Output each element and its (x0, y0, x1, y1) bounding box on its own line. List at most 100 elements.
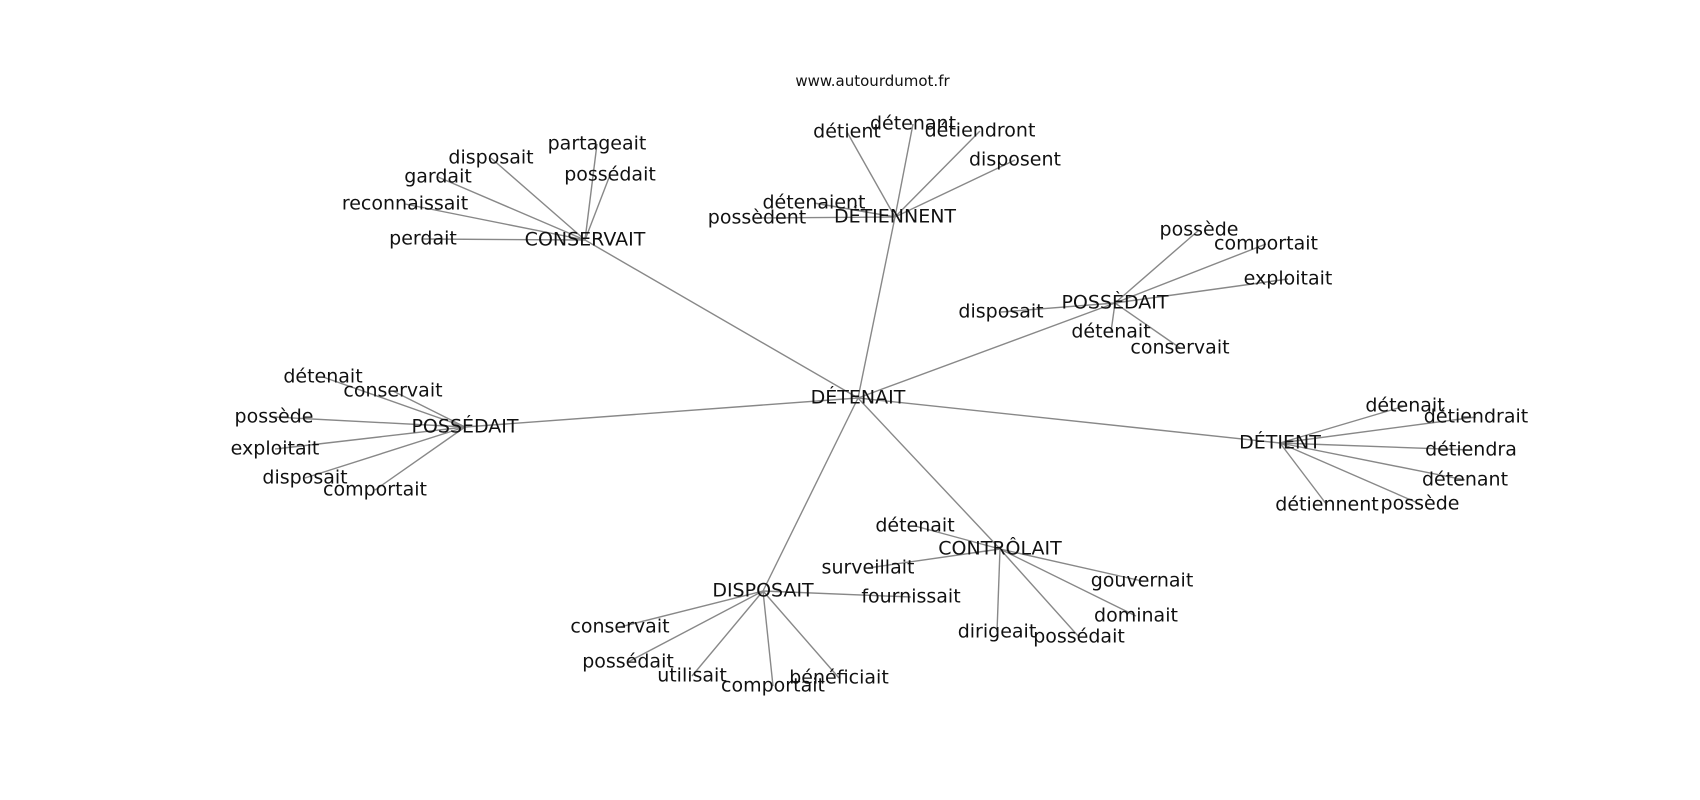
edge-conservait-leaf (437, 176, 586, 241)
leaf-node-possedait-right: comportait (1214, 233, 1318, 255)
edge-detient-leaf (1279, 442, 1472, 451)
edge-possedait-right-leaf (1114, 243, 1267, 304)
edge-root-possedait-right (857, 302, 1116, 399)
leaf-node-disposait: possédait (582, 651, 674, 673)
leaf-node-disposait: fournissait (861, 586, 960, 608)
edge-possedait-right-leaf (1114, 278, 1289, 304)
edge-detient-leaf (1279, 442, 1328, 506)
edge-root-possedait-left (464, 397, 859, 428)
edge-conservait-leaf (404, 203, 586, 241)
edge-detient-leaf (1279, 416, 1477, 444)
leaf-node-possedait-left: conservait (343, 380, 442, 402)
leaf-node-detiennent: détenant (870, 113, 956, 135)
leaf-node-controlait: possédait (1033, 626, 1125, 648)
leaf-node-detient: détiendrait (1424, 406, 1528, 428)
edge-disposait-leaf (762, 590, 774, 687)
leaf-node-disposait: utilisait (657, 665, 727, 687)
leaf-node-detiennent: détient (813, 121, 881, 143)
edge-detiennent-leaf (846, 131, 896, 218)
edge-detiennent-leaf (756, 216, 896, 219)
edge-disposait-leaf (619, 590, 764, 628)
edge-conservait-leaf (584, 143, 598, 241)
leaf-node-possedait-left: disposait (262, 467, 347, 489)
leaf-node-conservait: perdait (389, 228, 457, 250)
edge-root-detient (857, 397, 1281, 444)
edge-detiennent-leaf (894, 159, 1016, 218)
leaf-node-detiennent: disposent (969, 149, 1061, 171)
edge-disposait-leaf (762, 590, 840, 679)
edge-possedait-right-leaf (1000, 302, 1116, 313)
edge-detient-leaf (1279, 442, 1421, 505)
leaf-node-conservait: disposait (448, 147, 533, 169)
edge-conservait-leaf (490, 157, 586, 241)
edge-root-detiennent (857, 216, 896, 399)
edge-possedait-right-leaf (1114, 302, 1181, 349)
leaf-node-controlait: détenait (875, 515, 954, 537)
edge-disposait-leaf (627, 590, 764, 663)
edge-root-disposait (762, 397, 859, 592)
leaf-node-detiennent: possèdent (708, 207, 806, 229)
leaf-node-controlait: dominait (1094, 605, 1178, 627)
hub-node-disposait: DISPOSAIT (712, 580, 814, 602)
leaf-node-detient: détiendra (1425, 439, 1517, 461)
hub-node-detiennent: DÉTIENNENT (834, 205, 956, 228)
edge-detiennent-leaf (894, 123, 914, 218)
edge-controlait-leaf (996, 548, 1001, 633)
hub-node-possedait-left: POSSÉDAIT (411, 415, 518, 438)
leaf-node-detient: possède (1381, 493, 1460, 515)
root-node-label: DÉTENAIT (811, 386, 906, 409)
leaf-node-disposait: bénéficiait (789, 667, 889, 689)
leaf-node-possedait-right: possède (1160, 219, 1239, 241)
edge-possedait-left-leaf (273, 416, 466, 428)
leaf-node-detient: détenait (1365, 395, 1444, 417)
leaf-node-conservait: gardait (404, 166, 472, 188)
hub-node-controlait: CONTRÔLAIT (938, 536, 1062, 560)
leaf-node-controlait: surveillait (822, 557, 915, 579)
edge-possedait-right-leaf (1110, 302, 1116, 333)
edge-root-conservait (584, 239, 859, 399)
site-watermark: www.autourdumot.fr (795, 72, 950, 90)
edge-possedait-left-leaf (304, 426, 466, 479)
edge-detient-leaf (1279, 442, 1466, 481)
leaf-node-possedait-left: possède (235, 406, 314, 428)
edge-conservait-leaf (422, 238, 586, 241)
leaf-node-detiennent: détenaient (762, 192, 865, 214)
edge-detient-leaf (1279, 405, 1406, 444)
leaf-node-possedait-right: exploitait (1244, 268, 1333, 290)
leaf-node-possedait-left: comportait (323, 479, 427, 501)
leaf-node-possedait-left: détenait (283, 366, 362, 388)
leaf-node-detiennent: détiendront (925, 120, 1036, 142)
leaf-node-detient: détiennent (1275, 494, 1378, 516)
edge-possedait-left-leaf (322, 376, 466, 428)
edge-possedait-right-leaf (1114, 229, 1200, 304)
hub-node-detient: DÉTIENT (1239, 431, 1321, 454)
edge-possedait-left-leaf (392, 390, 466, 428)
edge-detiennent-leaf (894, 130, 981, 218)
leaf-node-disposait: conservait (570, 616, 669, 638)
leaf-node-conservait: reconnaissait (342, 193, 468, 215)
edge-controlait-leaf (999, 548, 1137, 617)
edge-controlait-leaf (914, 525, 1001, 550)
leaf-node-disposait: comportait (721, 675, 825, 697)
label-layer: DÉTENAITCONSERVAITdisposaitpartageaitpos… (231, 113, 1529, 697)
edge-layer (273, 123, 1477, 687)
leaf-node-conservait: possédait (564, 164, 656, 186)
edge-conservait-leaf (584, 174, 611, 241)
leaf-node-possedait-left: exploitait (231, 438, 320, 460)
edge-disposait-leaf (762, 590, 912, 598)
edge-controlait-leaf (867, 548, 1001, 569)
edge-controlait-leaf (999, 548, 1143, 582)
leaf-node-controlait: gouvernait (1091, 570, 1194, 592)
edge-possedait-left-leaf (374, 426, 466, 491)
edge-root-controlait (857, 397, 1001, 550)
leaf-node-possedait-right: disposait (958, 301, 1043, 323)
edge-detiennent-leaf (813, 202, 896, 218)
leaf-node-possedait-right: conservait (1130, 337, 1229, 359)
leaf-node-conservait: partageait (548, 133, 647, 155)
leaf-node-controlait: dirigeait (958, 621, 1037, 643)
hub-node-possedait-right: POSSÈDAIT (1061, 291, 1168, 314)
edge-disposait-leaf (691, 590, 764, 677)
edge-controlait-leaf (999, 548, 1080, 638)
leaf-node-possedait-right: détenait (1071, 321, 1150, 343)
